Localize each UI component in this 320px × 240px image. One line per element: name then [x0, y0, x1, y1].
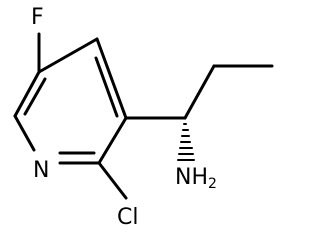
- bond-c6-c5-inner: [23, 77, 47, 116]
- substituent-bonds: [37, 32, 274, 200]
- bond-n1-c6: [13, 114, 36, 152]
- amine-label: NH: [175, 165, 208, 190]
- amine-subscript: 2: [208, 176, 217, 192]
- bond-chiral-ch2: [183, 64, 216, 120]
- fluorine-label: F: [31, 5, 44, 30]
- hashed-wedge-bond: [177, 123, 195, 161]
- bond-c4-c3-inner: [94, 56, 119, 118]
- bond-c6-c5: [13, 70, 41, 118]
- bond-c2-cl: [97, 161, 128, 200]
- bond-c4-c3: [95, 37, 128, 120]
- bond-c5-c4: [37, 37, 99, 74]
- nitrogen-label: N: [33, 158, 49, 183]
- bond-c3-c2: [97, 116, 128, 165]
- chlorine-label: Cl: [117, 205, 138, 230]
- pyridine-ring: [13, 37, 128, 165]
- molecule-structure: F N Cl NH 2: [13, 5, 274, 230]
